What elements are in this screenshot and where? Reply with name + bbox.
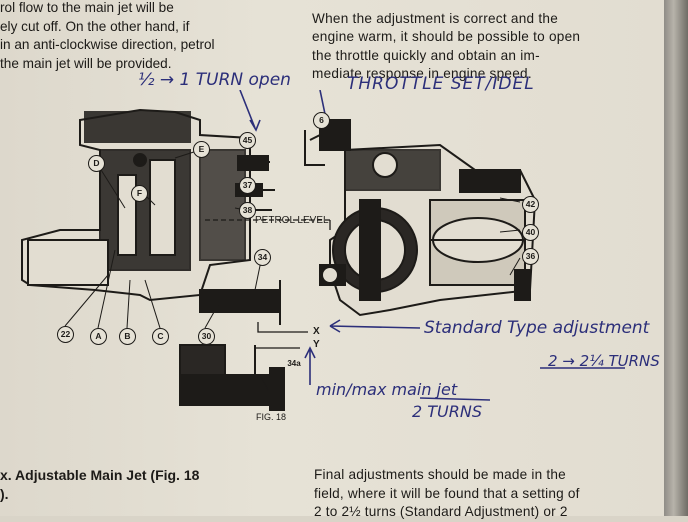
text-line: Final adjustments should be made in the: [314, 467, 566, 482]
handwritten-turns-b: 2 TURNS: [412, 402, 482, 421]
x-mark: X: [313, 326, 320, 337]
callout-B: B: [119, 328, 136, 345]
text-line: ).: [0, 485, 9, 502]
callout-45: 45: [239, 132, 256, 149]
left-top-paragraph: rol flow to the main jet will be ely cut…: [0, 0, 270, 73]
y-mark: Y: [313, 339, 320, 350]
text-line: [312, 0, 642, 10]
callout-37: 37: [239, 177, 256, 194]
callout-36: 36: [522, 248, 539, 265]
text-line: x. Adjustable Main Jet (Fig. 18: [0, 467, 200, 483]
text-line: in an anti-clockwise direction, petrol: [0, 37, 215, 53]
callout-6: 6: [313, 112, 330, 129]
text-line: ely cut off. On the other hand, if: [0, 18, 190, 34]
page-edge: [664, 0, 688, 516]
callout-34: 34: [254, 249, 271, 266]
left-bottom-heading: x. Adjustable Main Jet (Fig. 18 ).: [0, 466, 290, 503]
callout-30: 30: [198, 328, 215, 345]
callout-D: D: [88, 155, 105, 172]
callout-F: F: [131, 185, 148, 202]
text-line: When the adjustment is correct and the: [312, 10, 559, 26]
handwritten-standard-adjustment: Standard Type adjustment: [424, 318, 650, 338]
figure-caption: FIG. 18: [256, 412, 287, 422]
handwritten-minmax: min/max main jet: [316, 380, 458, 399]
callout-38: 38: [239, 202, 256, 219]
callout-C: C: [152, 328, 169, 345]
label-34a: 34a: [287, 359, 301, 368]
handwritten-throttle: THROTTLE SET/IDEL: [347, 74, 535, 94]
callout-42: 42: [522, 196, 539, 213]
callout-22: 22: [57, 326, 74, 343]
petrol-level-label: PETROL LEVEL: [255, 215, 329, 226]
text-line: 2 to 2½ turns (Standard Adjustment) or 2: [314, 504, 568, 520]
text-line: the throttle quickly and obtain an im-: [312, 47, 540, 63]
handwritten-turns-a: 2 → 2¼ TURNS: [548, 352, 660, 370]
text-line: field, where it will be found that a set…: [314, 485, 580, 501]
callout-A: A: [90, 328, 107, 345]
callout-E: E: [193, 141, 210, 158]
carburettor-diagram: [21, 90, 625, 411]
right-bottom-paragraph: Final adjustments should be made in the …: [314, 466, 644, 522]
text-line: rol flow to the main jet will be: [0, 0, 174, 15]
text-line: engine warm, it should be possible to op…: [312, 29, 581, 45]
text-line: mediate response in engine speed.: [312, 66, 532, 82]
handwritten-half-turn: ½ → 1 TURN open: [138, 70, 291, 90]
text-line: the main jet will be provided.: [0, 55, 172, 71]
right-top-paragraph: When the adjustment is correct and the e…: [312, 0, 642, 84]
callout-40: 40: [522, 224, 539, 241]
